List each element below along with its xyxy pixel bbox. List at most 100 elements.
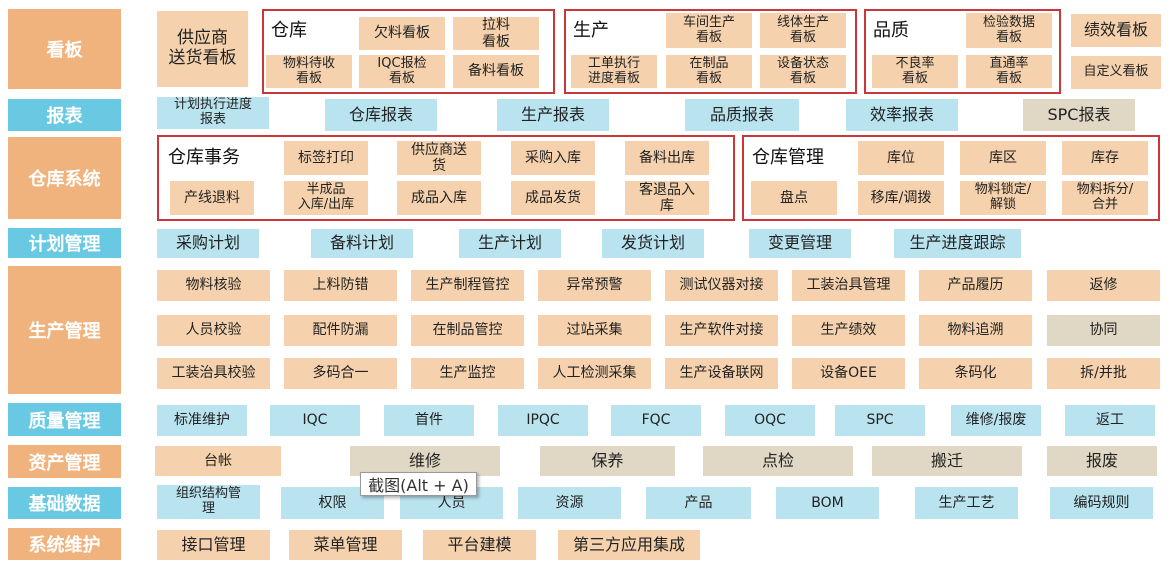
base-org-structure[interactable]: 组织结构管 理 [157, 485, 260, 519]
quality-rework[interactable]: 返工 [1065, 405, 1155, 436]
asset-relocation[interactable]: 搬迁 [872, 446, 1022, 476]
sys-menu-mgmt[interactable]: 菜单管理 [289, 530, 402, 560]
prod-test-instrument[interactable]: 测试仪器对接 [665, 270, 778, 301]
kanban-wip[interactable]: 在制品 看板 [666, 55, 752, 88]
asset-ledger[interactable]: 台帐 [155, 446, 281, 476]
kanban-pull-material[interactable]: 拉料 看板 [453, 17, 539, 50]
plan-progress-tracking[interactable]: 生产进度跟踪 [894, 229, 1021, 258]
base-process[interactable]: 生产工艺 [915, 487, 1018, 519]
category-plan-mgmt: 计划管理 [8, 228, 121, 258]
prod-equipment-oee[interactable]: 设备OEE [792, 358, 905, 389]
prod-multi-code[interactable]: 多码合一 [284, 358, 397, 389]
prod-equipment-network[interactable]: 生产设备联网 [665, 358, 778, 389]
report-warehouse[interactable]: 仓库报表 [325, 99, 437, 131]
quality-spc[interactable]: SPC [835, 405, 925, 436]
asset-scrap[interactable]: 报废 [1047, 446, 1157, 476]
kanban-custom[interactable]: 自定义看板 [1071, 56, 1161, 89]
kanban-material-receiving[interactable]: 物料待收 看板 [266, 55, 352, 88]
kanban-warehouse-title: 仓库 [271, 20, 307, 41]
prod-material-verify[interactable]: 物料核验 [157, 270, 270, 301]
quality-ipqc[interactable]: IPQC [498, 405, 588, 436]
wh-transfer[interactable]: 移库/调拨 [858, 181, 944, 215]
kanban-inspection-data[interactable]: 检验数据 看板 [966, 13, 1052, 48]
prod-collaboration[interactable]: 协同 [1047, 315, 1160, 346]
wh-inventory[interactable]: 库存 [1062, 141, 1148, 175]
wh-semi-finished[interactable]: 半成品 入库/出库 [284, 181, 368, 215]
sys-third-party-integration[interactable]: 第三方应用集成 [558, 530, 700, 560]
prod-process-control[interactable]: 生产制程管控 [411, 270, 524, 301]
kanban-performance[interactable]: 绩效看板 [1071, 14, 1161, 47]
prod-part-leak-proof[interactable]: 配件防漏 [284, 315, 397, 346]
report-efficiency[interactable]: 效率报表 [846, 99, 958, 131]
plan-change-mgmt[interactable]: 变更管理 [749, 229, 851, 258]
kanban-first-pass-yield[interactable]: 直通率 看板 [966, 55, 1052, 88]
plan-material-prep[interactable]: 备料计划 [311, 229, 413, 258]
wh-material-lock[interactable]: 物料锁定/ 解锁 [960, 181, 1046, 215]
report-plan-progress[interactable]: 计划执行进度 报表 [157, 97, 269, 129]
asset-maintenance[interactable]: 维修 [350, 446, 500, 476]
base-resource[interactable]: 资源 [518, 487, 621, 519]
prod-exception-alert[interactable]: 异常预警 [538, 270, 651, 301]
kanban-line[interactable]: 线体生产 看板 [760, 13, 846, 48]
quality-oqc[interactable]: OQC [725, 405, 815, 436]
kanban-workorder-progress[interactable]: 工单执行 进度看板 [571, 55, 657, 88]
kanban-equipment-status[interactable]: 设备状态 看板 [760, 55, 846, 88]
kanban-workshop[interactable]: 车间生产 看板 [666, 13, 752, 48]
plan-shipping[interactable]: 发货计划 [602, 229, 704, 258]
report-spc[interactable]: SPC报表 [1023, 99, 1135, 131]
wh-finished-shipping[interactable]: 成品发货 [511, 181, 595, 215]
quality-repair-scrap[interactable]: 维修/报废 [951, 405, 1041, 436]
prod-product-history[interactable]: 产品履历 [919, 270, 1032, 301]
quality-first-article[interactable]: 首件 [384, 405, 474, 436]
quality-fqc[interactable]: FQC [611, 405, 701, 436]
report-production[interactable]: 生产报表 [497, 99, 609, 131]
kanban-production-title: 生产 [573, 20, 609, 41]
kanban-supplier-delivery[interactable]: 供应商 送货看板 [157, 11, 248, 87]
wh-material-split[interactable]: 物料拆分/ 合并 [1062, 181, 1148, 215]
base-product[interactable]: 产品 [646, 487, 751, 519]
asset-spot-check[interactable]: 点检 [703, 446, 853, 476]
wh-location[interactable]: 库位 [858, 141, 944, 175]
sys-platform-modeling[interactable]: 平台建模 [423, 530, 536, 560]
kanban-defect-rate[interactable]: 不良率 看板 [872, 55, 958, 88]
wh-customer-return[interactable]: 客退品入 库 [625, 181, 709, 215]
prod-loading-error-proof[interactable]: 上料防错 [284, 270, 397, 301]
prod-repair[interactable]: 返修 [1047, 270, 1160, 301]
report-quality[interactable]: 品质报表 [685, 99, 799, 131]
prod-station-collect[interactable]: 过站采集 [538, 315, 651, 346]
category-production-mgmt: 生产管理 [8, 266, 121, 394]
category-warehouse-system: 仓库系统 [8, 137, 121, 219]
prod-monitoring[interactable]: 生产监控 [411, 358, 524, 389]
kanban-iqc-inspection[interactable]: IQC报检 看板 [359, 55, 445, 88]
prod-personnel-verify[interactable]: 人员校验 [157, 315, 270, 346]
prod-material-trace[interactable]: 物料追溯 [919, 315, 1032, 346]
prod-performance[interactable]: 生产绩效 [792, 315, 905, 346]
prod-manual-inspection[interactable]: 人工检测采集 [538, 358, 651, 389]
plan-purchase[interactable]: 采购计划 [157, 229, 259, 258]
prod-split-merge[interactable]: 拆/并批 [1047, 358, 1160, 389]
wh-area[interactable]: 库区 [960, 141, 1046, 175]
kanban-shortage[interactable]: 欠料看板 [359, 17, 445, 50]
wh-purchase-inbound[interactable]: 采购入库 [511, 141, 595, 175]
prod-fixture-mgmt[interactable]: 工装治具管理 [792, 270, 905, 301]
quality-standard-maint[interactable]: 标准维护 [157, 405, 247, 436]
sys-interface-mgmt[interactable]: 接口管理 [157, 530, 270, 560]
prod-software-link[interactable]: 生产软件对接 [665, 315, 778, 346]
wh-finished-inbound[interactable]: 成品入库 [397, 181, 481, 215]
wh-supplier-delivery[interactable]: 供应商送 货 [397, 141, 481, 175]
prod-fixture-verify[interactable]: 工装治具校验 [157, 358, 270, 389]
category-base-data: 基础数据 [8, 487, 121, 519]
base-bom[interactable]: BOM [776, 487, 879, 519]
wh-line-return[interactable]: 产线退料 [170, 181, 254, 215]
wh-prep-outbound[interactable]: 备料出库 [625, 141, 709, 175]
base-coding-rules[interactable]: 编码规则 [1050, 487, 1153, 519]
prod-wip-control[interactable]: 在制品管控 [411, 315, 524, 346]
kanban-material-prep[interactable]: 备料看板 [453, 55, 539, 88]
quality-iqc[interactable]: IQC [270, 405, 360, 436]
wh-label-print[interactable]: 标签打印 [284, 141, 368, 175]
prod-barcoding[interactable]: 条码化 [919, 358, 1032, 389]
asset-upkeep[interactable]: 保养 [540, 446, 675, 476]
category-kanban: 看板 [8, 9, 121, 89]
plan-production[interactable]: 生产计划 [459, 229, 561, 258]
wh-stocktake[interactable]: 盘点 [751, 181, 837, 215]
